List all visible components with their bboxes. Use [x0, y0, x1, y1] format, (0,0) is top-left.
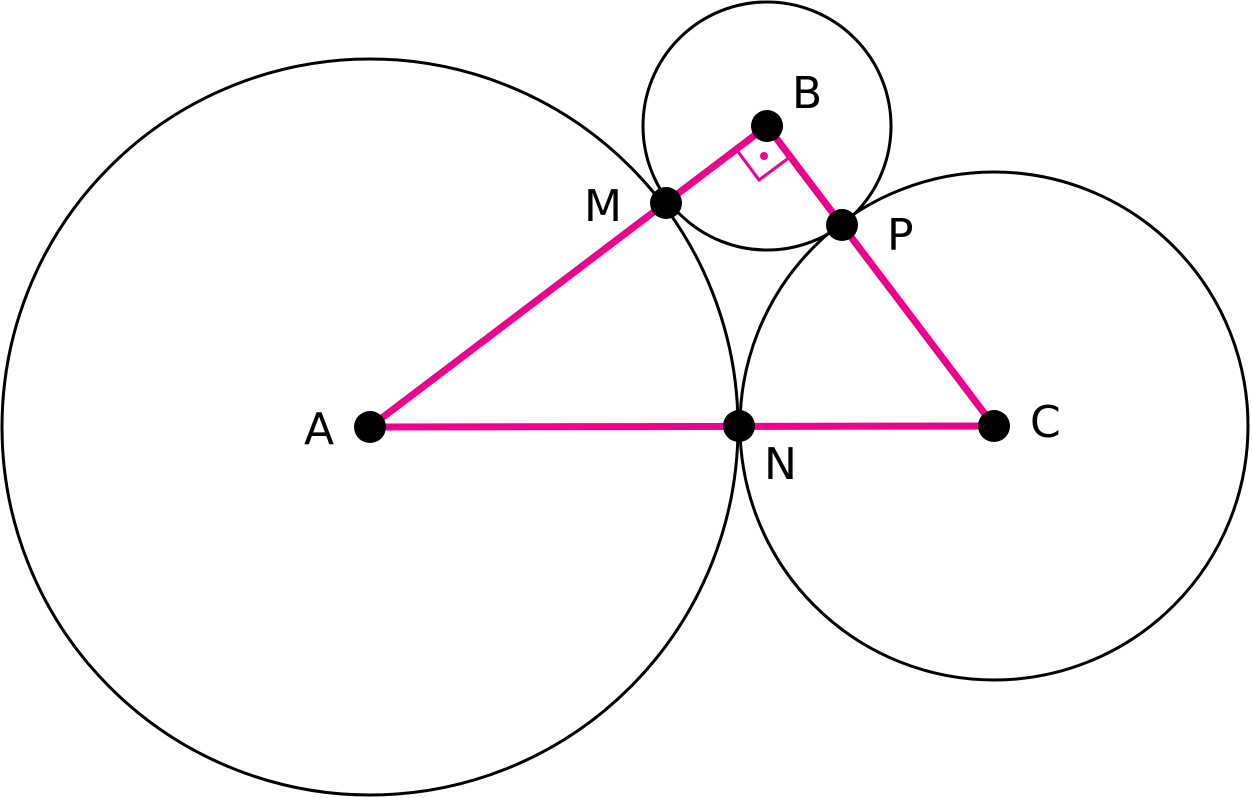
label-b: B [792, 68, 822, 119]
point-c [978, 410, 1010, 442]
label-a: A [304, 404, 334, 455]
right-angle-marker [734, 148, 791, 183]
point-m [650, 187, 682, 219]
point-n [723, 410, 755, 442]
segment-ab [366, 122, 771, 431]
label-p: P [887, 210, 914, 261]
label-m: M [584, 181, 622, 232]
point-p [826, 209, 858, 241]
segment-ac [366, 422, 998, 431]
label-n: N [764, 439, 797, 490]
circle-centered-b [641, 0, 893, 252]
point-a [354, 411, 386, 443]
segment-bc [763, 122, 998, 430]
label-c: C [1030, 397, 1061, 448]
point-b [751, 110, 783, 142]
right-angle-dot [760, 152, 768, 160]
